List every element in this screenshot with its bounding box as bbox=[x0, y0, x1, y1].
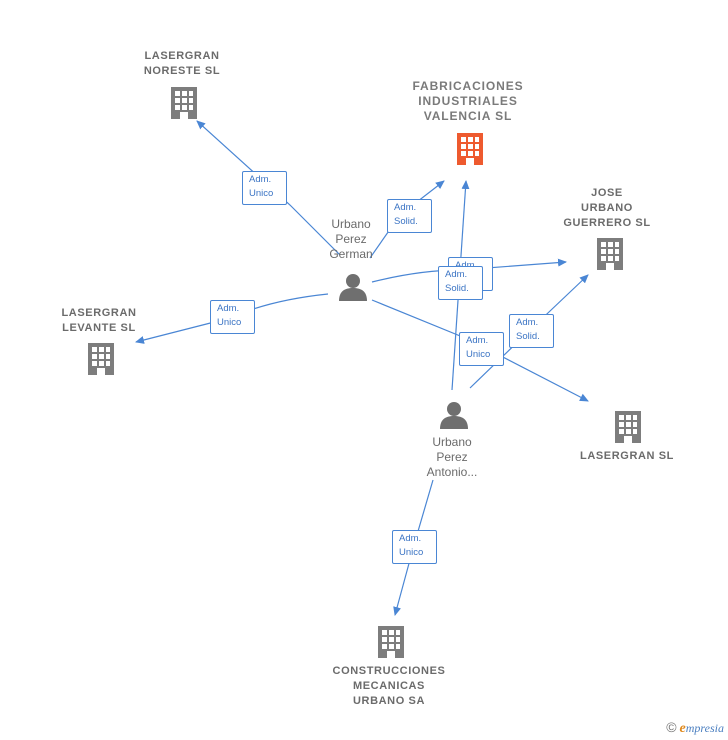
building-icon[interactable] bbox=[171, 87, 197, 119]
label-line: MECANICAS bbox=[352, 680, 425, 692]
person-label-antonio[interactable]: Urbano Perez Antonio... bbox=[427, 435, 478, 480]
edge-label-line: Solid. bbox=[394, 216, 418, 227]
edge-label-antonio-lasergran: Adm. Unico bbox=[459, 332, 504, 366]
company-label-lasergran-sl[interactable]: LASERGRAN SL bbox=[580, 449, 674, 464]
label-line: CONSTRUCCIONES bbox=[332, 665, 446, 677]
edge-label-line: Adm. bbox=[217, 303, 240, 314]
label-line: VALENCIA SL bbox=[423, 109, 513, 123]
edge-label-line: Adm. bbox=[399, 533, 422, 544]
edge-label-line: Adm. bbox=[249, 174, 272, 185]
building-icon[interactable] bbox=[615, 411, 641, 443]
edge-label-line: Solid. bbox=[445, 283, 469, 294]
label-line: JOSE bbox=[591, 187, 623, 199]
empresia-credit[interactable]: ©empresia bbox=[666, 719, 724, 737]
label-line: Urbano bbox=[331, 217, 371, 231]
building-icon[interactable] bbox=[457, 133, 483, 165]
person-icon[interactable] bbox=[339, 274, 367, 301]
edge-label-line: Unico bbox=[399, 547, 424, 558]
edge-label-line: Unico bbox=[217, 317, 242, 328]
edge-label-antonio-jose: Adm. Solid. bbox=[509, 314, 554, 348]
label-line: Perez bbox=[335, 232, 367, 246]
person-icon[interactable] bbox=[440, 402, 468, 429]
edge-german-noreste bbox=[196, 120, 341, 256]
edge-label-antonio-construcciones: Adm. Unico bbox=[392, 530, 437, 564]
edge-label-line: Adm. bbox=[445, 269, 468, 280]
copyright-icon: © bbox=[666, 719, 677, 735]
edge-label-line: Adm. bbox=[394, 202, 417, 213]
edge-label-german-levante: Adm. Unico bbox=[210, 300, 255, 334]
label-line: German bbox=[329, 247, 373, 261]
building-icon[interactable] bbox=[88, 343, 114, 375]
edge-label-german-fabricaciones: Adm. Solid. bbox=[387, 199, 432, 233]
edge-label-german-noreste: Adm. Unico bbox=[242, 171, 287, 205]
label-line: LASERGRAN SL bbox=[580, 450, 674, 462]
edge-label-line: Adm. bbox=[466, 335, 489, 346]
label-line: LEVANTE SL bbox=[62, 322, 136, 334]
label-line: Perez bbox=[436, 450, 468, 464]
label-line: FABRICACIONES bbox=[412, 79, 524, 93]
company-label-lasergran-noreste[interactable]: LASERGRAN NORESTE SL bbox=[144, 49, 220, 79]
label-line: LASERGRAN bbox=[61, 307, 137, 319]
label-line: LASERGRAN bbox=[144, 50, 220, 62]
edge-label-line: Unico bbox=[249, 188, 274, 199]
brand-name: mpresia bbox=[685, 721, 724, 735]
label-line: URBANO SA bbox=[352, 695, 425, 707]
company-label-fabricaciones[interactable]: FABRICACIONES INDUSTRIALES VALENCIA SL bbox=[412, 79, 523, 124]
label-line: NORESTE SL bbox=[143, 65, 221, 77]
edge-label-line: Unico bbox=[466, 349, 491, 360]
company-label-jose-urbano[interactable]: JOSE URBANO GUERRERO SL bbox=[563, 186, 650, 231]
edge-label-german-jose-front: Adm. Solid. bbox=[438, 266, 483, 300]
company-label-lasergran-levante[interactable]: LASERGRAN LEVANTE SL bbox=[61, 306, 136, 336]
company-label-construcciones[interactable]: CONSTRUCCIONES MECANICAS URBANO SA bbox=[333, 664, 446, 709]
edge-label-line: Adm. bbox=[516, 317, 539, 328]
person-label-german[interactable]: Urbano Perez German bbox=[329, 217, 372, 262]
label-line: Antonio... bbox=[426, 465, 478, 479]
label-line: URBANO bbox=[581, 202, 633, 214]
label-line: Urbano bbox=[432, 435, 472, 449]
building-icon[interactable] bbox=[378, 626, 404, 658]
brand-e: e bbox=[679, 721, 686, 736]
building-icon[interactable] bbox=[597, 238, 623, 270]
edge-label-line: Solid. bbox=[516, 331, 540, 342]
label-line: GUERRERO SL bbox=[563, 217, 651, 229]
edge-label-line: Adm. bbox=[455, 259, 488, 273]
label-line: INDUSTRIALES bbox=[418, 94, 518, 108]
